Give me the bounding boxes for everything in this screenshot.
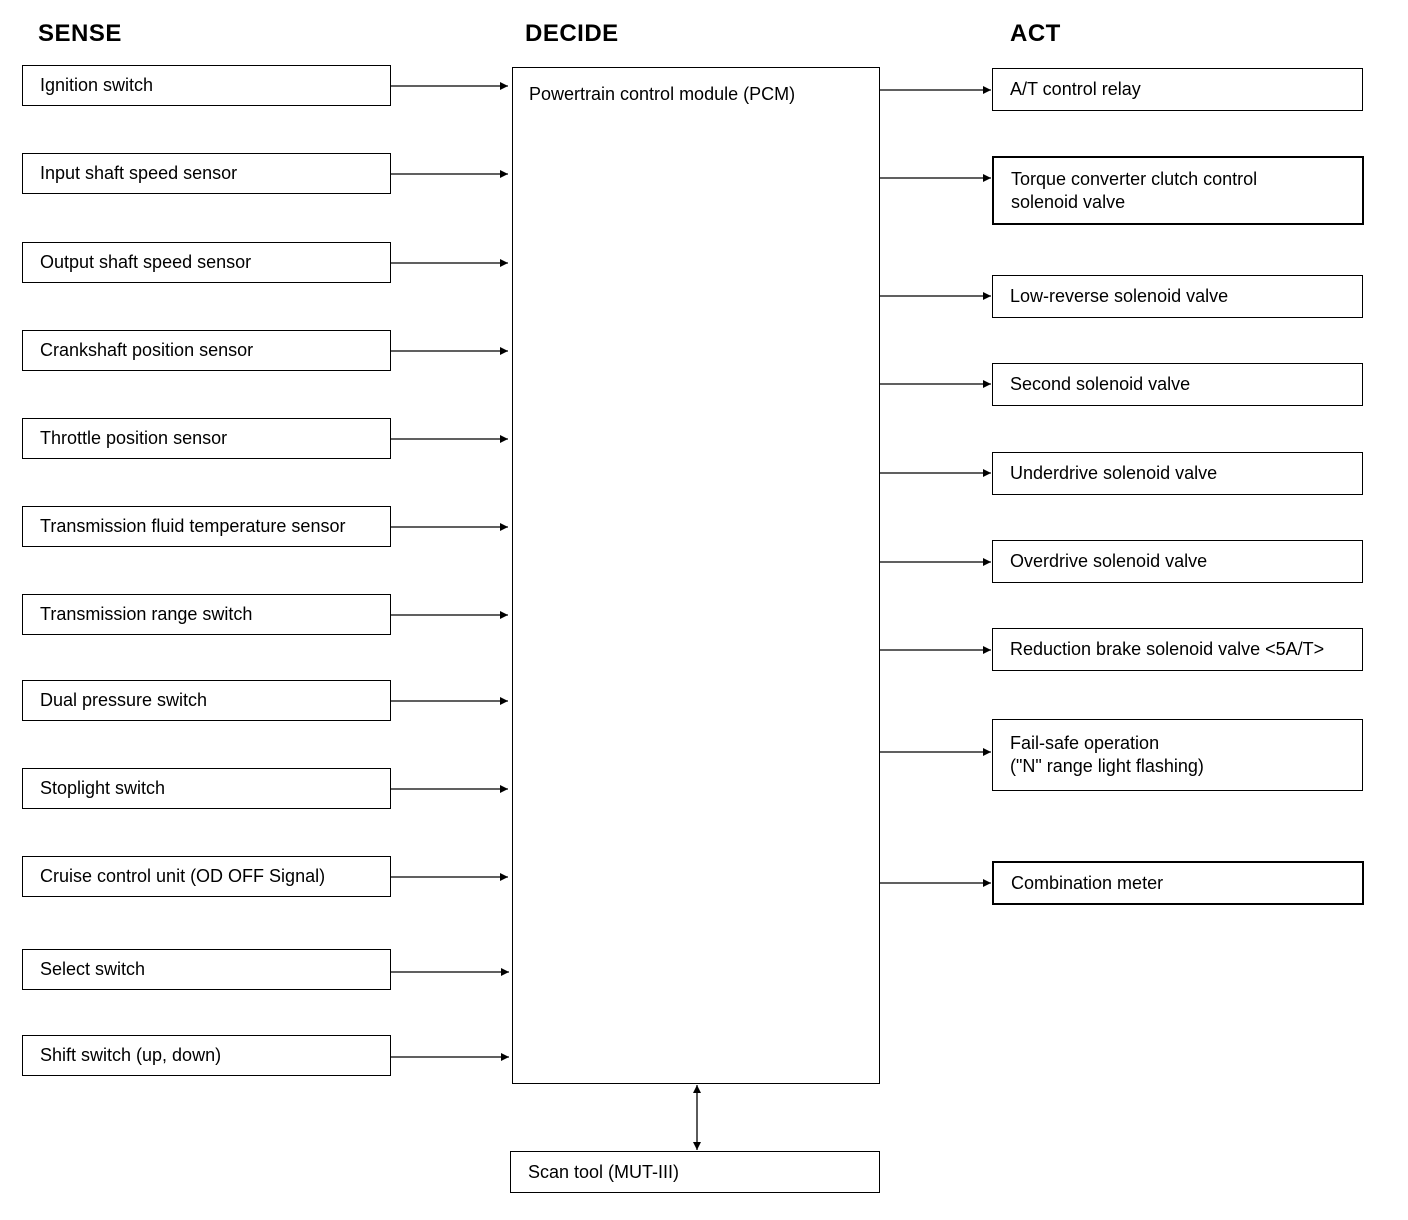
sense-box-shift-switch: Shift switch (up, down) bbox=[22, 1035, 391, 1076]
pcm-label: Powertrain control module (PCM) bbox=[529, 84, 796, 104]
sense-box-transmission-range-switch: Transmission range switch bbox=[22, 594, 391, 635]
act-box-second-solenoid: Second solenoid valve bbox=[992, 363, 1363, 406]
sense-box-throttle-position-sensor: Throttle position sensor bbox=[22, 418, 391, 459]
sense-box-ignition-switch: Ignition switch bbox=[22, 65, 391, 106]
scan-tool-box: Scan tool (MUT-III) bbox=[510, 1151, 880, 1193]
sense-box-select-switch: Select switch bbox=[22, 949, 391, 990]
sense-box-transmission-fluid-temperature-sensor: Transmission fluid temperature sensor bbox=[22, 506, 391, 547]
act-box-combination-meter: Combination meter bbox=[992, 861, 1364, 905]
sense-box-input-shaft-speed-sensor: Input shaft speed sensor bbox=[22, 153, 391, 194]
pcm-box: Powertrain control module (PCM) bbox=[512, 67, 880, 1084]
heading-decide: DECIDE bbox=[525, 20, 619, 47]
sense-box-crankshaft-position-sensor: Crankshaft position sensor bbox=[22, 330, 391, 371]
act-box-reduction-brake-solenoid: Reduction brake solenoid valve <5A/T> bbox=[992, 628, 1363, 671]
act-box-torque-converter-clutch-solenoid: Torque converter clutch control solenoid… bbox=[992, 156, 1364, 225]
heading-sense: SENSE bbox=[38, 20, 122, 47]
act-box-at-control-relay: A/T control relay bbox=[992, 68, 1363, 111]
heading-act: ACT bbox=[1010, 20, 1061, 47]
act-box-overdrive-solenoid: Overdrive solenoid valve bbox=[992, 540, 1363, 583]
sense-box-stoplight-switch: Stoplight switch bbox=[22, 768, 391, 809]
act-box-low-reverse-solenoid: Low-reverse solenoid valve bbox=[992, 275, 1363, 318]
sense-box-cruise-control-unit: Cruise control unit (OD OFF Signal) bbox=[22, 856, 391, 897]
sense-box-output-shaft-speed-sensor: Output shaft speed sensor bbox=[22, 242, 391, 283]
act-box-underdrive-solenoid: Underdrive solenoid valve bbox=[992, 452, 1363, 495]
sense-box-dual-pressure-switch: Dual pressure switch bbox=[22, 680, 391, 721]
act-box-fail-safe-operation: Fail-safe operation ("N" range light fla… bbox=[992, 719, 1363, 791]
